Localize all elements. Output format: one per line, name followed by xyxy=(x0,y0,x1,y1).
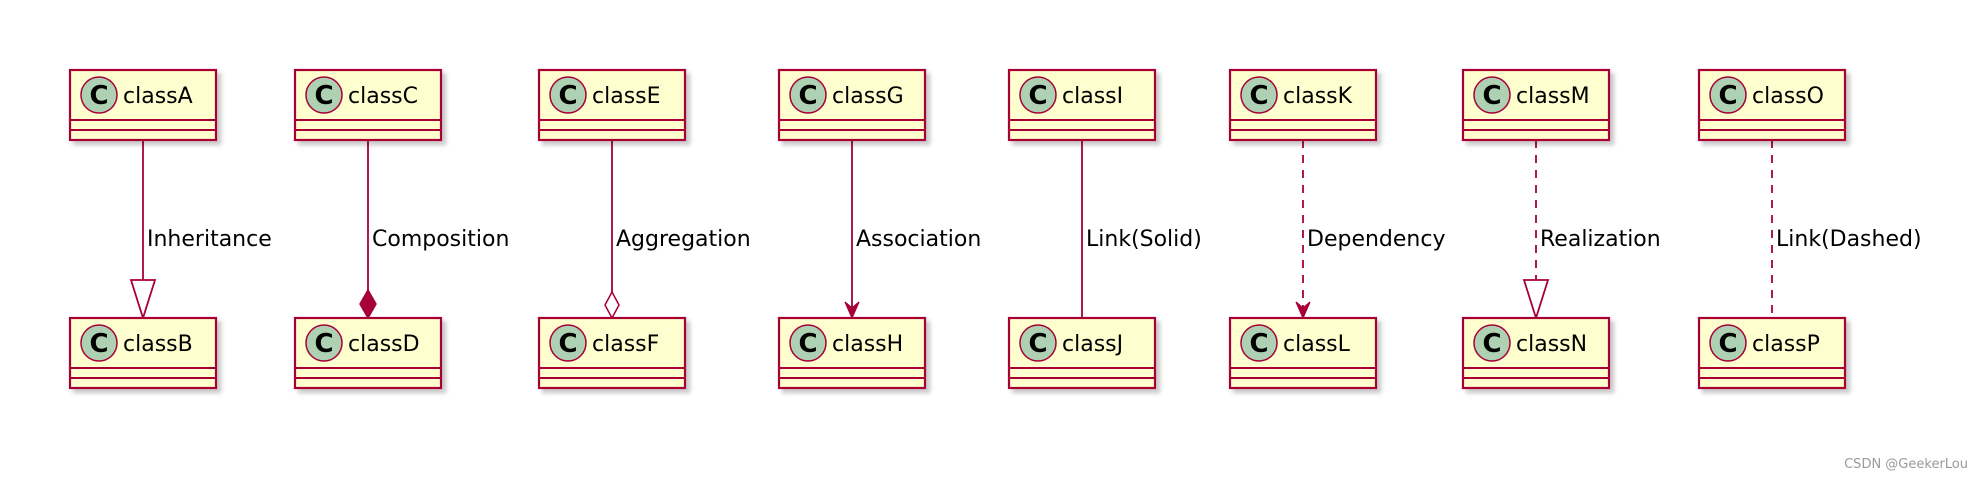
class-marker-icon xyxy=(305,76,343,114)
class-name: classF xyxy=(592,332,659,357)
relation-label: Link(Dashed) xyxy=(1776,227,1922,252)
class-name: classM xyxy=(1516,84,1590,109)
relation-label: Dependency xyxy=(1307,227,1445,252)
relation-aggregation: Aggregation xyxy=(604,140,751,320)
class-name: classI xyxy=(1062,84,1123,109)
class-marker-letter: C xyxy=(798,81,817,111)
class-name: classA xyxy=(123,84,193,109)
relation-label: Association xyxy=(856,227,981,252)
relation-label: Aggregation xyxy=(616,227,751,252)
class-name: classK xyxy=(1283,84,1353,109)
class-marker-letter: C xyxy=(1718,81,1737,111)
relation-composition: Composition xyxy=(359,140,509,320)
class-marker-icon xyxy=(1473,76,1511,114)
class-marker-letter: C xyxy=(1482,329,1501,359)
class-marker-letter: C xyxy=(1718,329,1737,359)
class-marker-icon xyxy=(305,324,343,362)
class-name: classP xyxy=(1752,332,1820,357)
filled-diamond-head-icon xyxy=(359,288,377,320)
hollow-triangle-head-icon xyxy=(129,279,157,321)
hollow-diamond-head-icon xyxy=(604,290,620,320)
relation-label: Link(Solid) xyxy=(1086,227,1202,252)
class-marker-letter: C xyxy=(89,329,108,359)
class-name: classE xyxy=(592,84,661,109)
class-marker-letter: C xyxy=(1028,329,1047,359)
arrow-head-icon xyxy=(1295,301,1311,320)
class-marker-icon xyxy=(1019,324,1057,362)
class-name: classL xyxy=(1283,332,1351,357)
class-marker-icon xyxy=(789,76,827,114)
class-marker-letter: C xyxy=(1249,329,1268,359)
relation-inheritance: Inheritance xyxy=(129,140,272,321)
relation-link-solid: Link(Solid) xyxy=(1081,140,1202,318)
class-marker-letter: C xyxy=(558,329,577,359)
class-marker-icon xyxy=(1473,324,1511,362)
class-marker-icon xyxy=(1709,76,1747,114)
class-name: classH xyxy=(832,332,903,357)
class-marker-icon xyxy=(549,324,587,362)
relation-label: Realization xyxy=(1540,227,1661,252)
class-marker-icon xyxy=(80,76,118,114)
watermark: CSDN @GeekerLou xyxy=(1844,457,1968,472)
class-name: classG xyxy=(832,84,904,109)
hollow-triangle-head-icon xyxy=(1522,279,1550,321)
class-name: classC xyxy=(348,84,418,109)
class-name: classD xyxy=(348,332,420,357)
class-marker-icon xyxy=(80,324,118,362)
relation-association: Association xyxy=(844,140,981,320)
class-marker-letter: C xyxy=(798,329,817,359)
class-marker-letter: C xyxy=(1482,81,1501,111)
class-marker-icon xyxy=(1240,324,1278,362)
class-marker-letter: C xyxy=(558,81,577,111)
class-marker-letter: C xyxy=(1028,81,1047,111)
class-name: classJ xyxy=(1062,332,1123,357)
class-marker-icon xyxy=(549,76,587,114)
class-marker-icon xyxy=(1709,324,1747,362)
class-name: classO xyxy=(1752,84,1824,109)
relation-realization: Realization xyxy=(1522,140,1661,321)
class-marker-letter: C xyxy=(89,81,108,111)
class-marker-icon xyxy=(1240,76,1278,114)
relation-label: Inheritance xyxy=(147,227,272,252)
class-name: classN xyxy=(1516,332,1587,357)
class-marker-letter: C xyxy=(314,329,333,359)
relation-label: Composition xyxy=(372,227,509,252)
class-marker-icon xyxy=(789,324,827,362)
class-marker-letter: C xyxy=(1249,81,1268,111)
relation-link-dashed: Link(Dashed) xyxy=(1771,140,1922,318)
class-marker-letter: C xyxy=(314,81,333,111)
class-marker-icon xyxy=(1019,76,1057,114)
relation-dependency: Dependency xyxy=(1295,140,1445,320)
class-name: classB xyxy=(123,332,193,357)
